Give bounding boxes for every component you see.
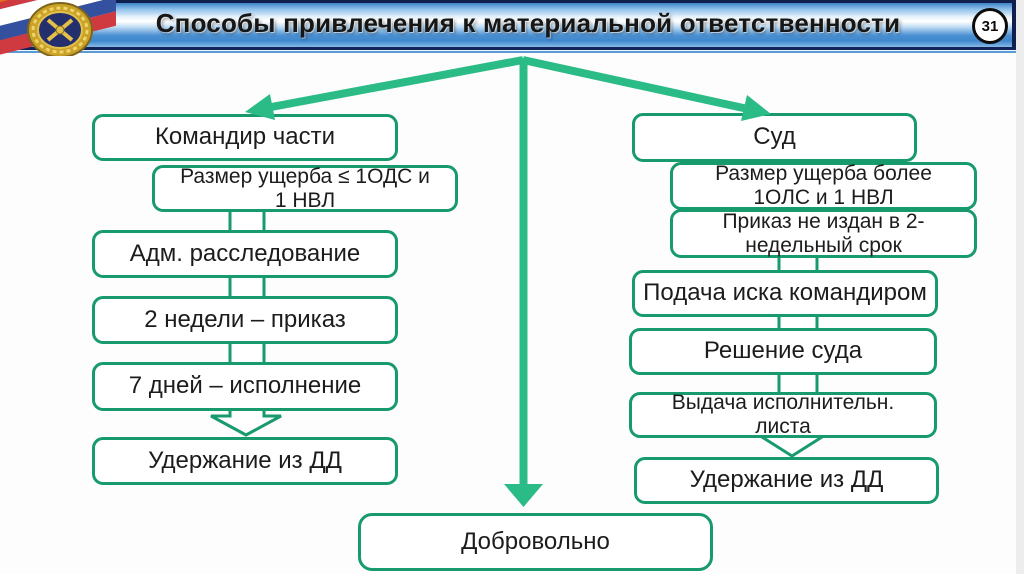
node-label-line1: Приказ не издан в 2- — [722, 209, 925, 233]
node-damage-limit-right: Размер ущерба более 1ОЛС и 1 НВЛ — [670, 162, 977, 210]
node-seven-days-execution: 7 дней – исполнение — [92, 362, 398, 411]
node-claim-filing: Подача иска командиром — [632, 270, 938, 317]
node-label-line1: Размер ущерба ≤ 1ОДС и — [180, 164, 430, 188]
header-divider-gap — [0, 50, 1016, 51]
page-number: 31 — [981, 17, 999, 35]
header-divider-blue — [0, 51, 1016, 53]
page-number-badge: 31 — [972, 8, 1008, 44]
node-label: Удержание из ДД — [689, 466, 884, 494]
node-label-line2: 1ОЛС и 1 НВЛ — [753, 186, 894, 209]
node-court: Суд — [632, 113, 917, 162]
header-divider-navy — [0, 47, 1016, 50]
node-writ-issuance: Выдача исполнительн. листа — [629, 391, 937, 438]
node-deduction-right: Удержание из ДД — [634, 457, 939, 504]
node-label-line2: недельный срок — [745, 233, 902, 257]
node-label-line1: Выдача исполнительн. — [671, 391, 895, 415]
node-deduction-left: Удержание из ДД — [92, 437, 398, 485]
node-label-line2: листа — [755, 415, 811, 438]
node-damage-limit-left: Размер ущерба ≤ 1ОДС и 1 НВЛ — [152, 165, 458, 212]
slide-title: Способы привлечения к материальной ответ… — [155, 8, 901, 38]
node-label: 2 недели – приказ — [144, 305, 346, 333]
node-court-decision: Решение суда — [629, 328, 937, 375]
node-order-not-issued: Приказ не издан в 2- недельный срок — [670, 209, 977, 258]
node-adm-investigation: Адм. расследование — [92, 230, 398, 278]
node-label-line1: Размер ущерба более — [715, 162, 932, 186]
node-label: Подача иска командиром — [643, 279, 927, 307]
slide-header — [0, 0, 1016, 47]
node-label: Суд — [753, 123, 796, 151]
flag-ribbon-emblem-icon — [0, 0, 116, 56]
node-label: Командир части — [154, 123, 336, 151]
node-voluntary: Добровольно — [358, 513, 713, 571]
node-two-weeks-order: 2 недели – приказ — [92, 296, 398, 344]
node-label: Адм. расследование — [129, 239, 361, 267]
node-label: Решение суда — [703, 337, 863, 365]
slide-right-margin — [1016, 0, 1024, 574]
node-label: 7 дней – исполнение — [128, 372, 362, 400]
node-commander: Командир части — [92, 114, 398, 161]
node-label: Удержание из ДД — [148, 446, 342, 474]
node-label: Добровольно — [461, 527, 610, 555]
node-label-line2: 1 НВЛ — [274, 188, 336, 212]
